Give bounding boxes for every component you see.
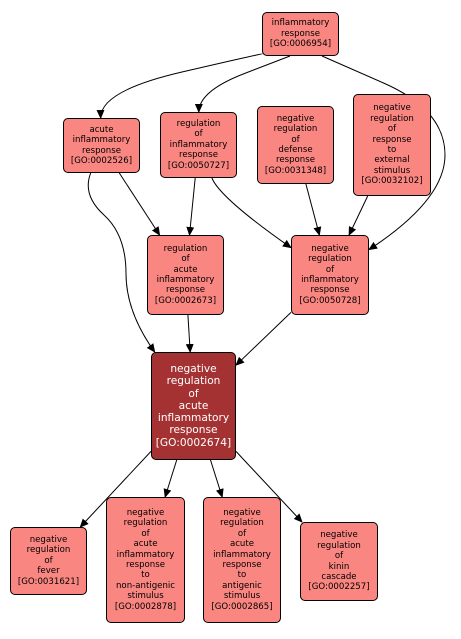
edge-go-0002674-to-go-0002257 [235, 451, 303, 523]
node-label: negative regulation of defense response … [264, 113, 327, 176]
edge-go-0050728-to-go-0002674 [235, 312, 292, 366]
edge-go-0032102-to-go-0050728 [348, 195, 369, 236]
node-go-0002673[interactable]: regulation of acute inflammatory respons… [147, 235, 224, 315]
node-go-0032102[interactable]: negative regulation of response to exter… [353, 94, 431, 196]
node-label: negative regulation of acute inflammator… [114, 507, 177, 612]
edge-go-0002526-to-go-0002673 [118, 172, 161, 236]
node-go-0031621[interactable]: negative regulation of fever [GO:0031621… [10, 527, 87, 595]
node-label: regulation of acute inflammatory respons… [154, 243, 217, 306]
node-go-0002865[interactable]: negative regulation of acute inflammator… [203, 497, 281, 623]
edge-go-0002674-to-go-0031621 [79, 451, 152, 528]
edge-go-0002674-to-go-0002878 [163, 459, 178, 498]
edge-go-0002674-to-go-0002865 [210, 459, 224, 498]
edge-go-0050727-to-go-0050728 [211, 177, 292, 249]
node-go-0002878[interactable]: negative regulation of acute inflammator… [106, 497, 185, 623]
node-go-0002674-focus[interactable]: negative regulation of acute inflammator… [151, 352, 236, 460]
edge-go-0031348-to-go-0050728 [305, 183, 322, 236]
node-label: negative regulation of inflammatory resp… [299, 243, 361, 306]
node-label: negative regulation of response to exter… [361, 103, 423, 187]
node-go-0002526[interactable]: acute inflammatory response [GO:0002526] [63, 118, 140, 173]
edge-go-0002673-to-go-0002674 [185, 314, 194, 353]
edge-go-0006954-to-go-0002526 [96, 53, 263, 119]
node-go-0002257[interactable]: negative regulation of kinin cascade [GO… [300, 522, 378, 601]
node-label: negative regulation of kinin cascade [GO… [308, 530, 370, 593]
node-label: negative regulation of fever [GO:0031621… [17, 534, 80, 587]
edge-go-0006954-to-go-0050728 [321, 55, 446, 251]
node-go-0006954[interactable]: inflammatory response [GO:0006954] [262, 12, 339, 56]
node-go-0050728[interactable]: negative regulation of inflammatory resp… [291, 235, 369, 315]
node-label: negative regulation of acute inflammator… [211, 507, 273, 612]
node-go-0031348[interactable]: negative regulation of defense response … [257, 106, 334, 184]
edge-go-0006954-to-go-0050727 [194, 55, 291, 113]
edge-go-0050727-to-go-0002673 [186, 177, 196, 236]
node-label: acute inflammatory response [GO:0002526] [70, 124, 133, 166]
node-label: regulation of inflammatory response [GO:… [167, 118, 230, 171]
node-label: inflammatory response [GO:0006954] [269, 18, 332, 50]
edge-go-0002526-to-go-0002674 [87, 172, 156, 353]
node-label: negative regulation of acute inflammator… [155, 363, 232, 449]
node-go-0050727[interactable]: regulation of inflammatory response [GO:… [160, 112, 237, 178]
